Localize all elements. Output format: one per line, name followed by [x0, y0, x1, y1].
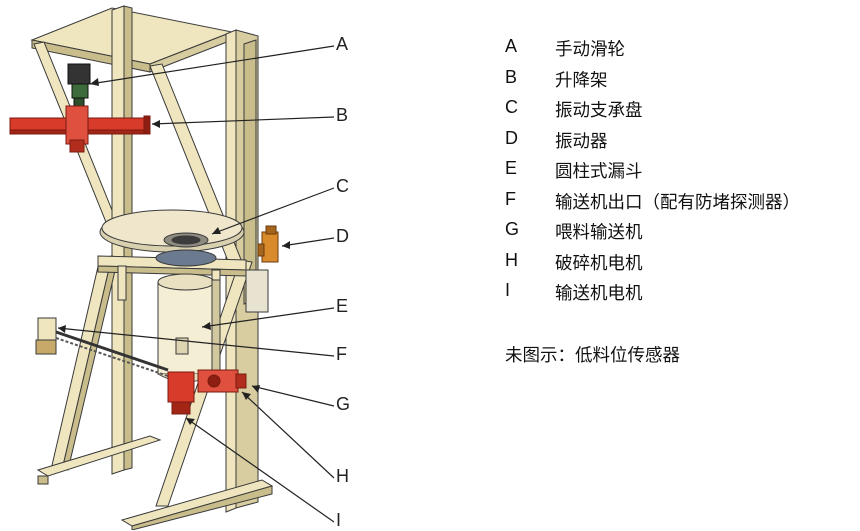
legend-key: G — [505, 219, 520, 239]
legend-row-g: G 喂料输送机 — [505, 219, 860, 250]
legend-key: H — [505, 249, 518, 270]
legend-row-i: I 输送机电机 — [505, 280, 860, 311]
legend-row-d: D 振动器 — [505, 128, 860, 159]
legend-label: 圆柱式漏斗 — [555, 162, 643, 182]
legend-row-e: E 圆柱式漏斗 — [505, 158, 860, 189]
legend-key: D — [505, 127, 518, 148]
legend-label: 升降架 — [555, 70, 608, 91]
legend: A 手动滑轮 B 升降架 C 振动支承盘 D 振动器 E 圆柱式漏斗 F 输送机… — [505, 36, 860, 311]
legend-key: E — [505, 158, 518, 178]
manual-pulley — [67, 63, 91, 109]
callout-g: G — [336, 394, 351, 414]
callout-h: H — [336, 466, 349, 486]
not-shown-note: 未图示：低料位传感器 — [505, 346, 680, 366]
legend-row-a: A 手动滑轮 — [505, 36, 860, 67]
callout-c: C — [336, 176, 349, 196]
legend-label: 手动滑轮 — [555, 40, 625, 60]
vibration-support-disc — [99, 209, 245, 267]
legend-label: 破碎机电机 — [555, 253, 643, 274]
legend-label: 振动器 — [555, 131, 608, 152]
legend-label: 振动支承盘 — [555, 101, 643, 121]
frame — [30, 5, 274, 530]
rear-box — [245, 269, 269, 313]
legend-key: F — [505, 188, 516, 209]
leader-arrows — [58, 78, 290, 425]
callout-f: F — [336, 344, 347, 364]
callout-d: D — [336, 226, 349, 246]
legend-label: 输送机出口（配有防堵探测器） — [555, 192, 800, 213]
legend-row-h: H 破碎机电机 — [505, 250, 860, 281]
callout-e: E — [336, 296, 349, 316]
lifting-frame — [9, 105, 151, 153]
conveyor-motors — [167, 369, 247, 415]
legend-row-f: F 输送机出口（配有防堵探测器） — [505, 189, 860, 220]
callout-i: I — [336, 510, 342, 530]
legend-label: 喂料输送机 — [555, 223, 643, 243]
conveyor-outlet — [35, 317, 169, 377]
legend-key: C — [505, 97, 518, 117]
callout-b: B — [336, 105, 349, 125]
legend-key: I — [505, 280, 511, 300]
leader-lines — [57, 45, 335, 523]
callout-a: A — [336, 34, 349, 54]
legend-row-b: B 升降架 — [505, 67, 860, 98]
legend-label: 输送机电机 — [555, 284, 643, 304]
legend-key: A — [505, 36, 518, 56]
vibrator — [257, 225, 279, 263]
legend-key: B — [505, 66, 518, 87]
legend-row-c: C 振动支承盘 — [505, 97, 860, 128]
